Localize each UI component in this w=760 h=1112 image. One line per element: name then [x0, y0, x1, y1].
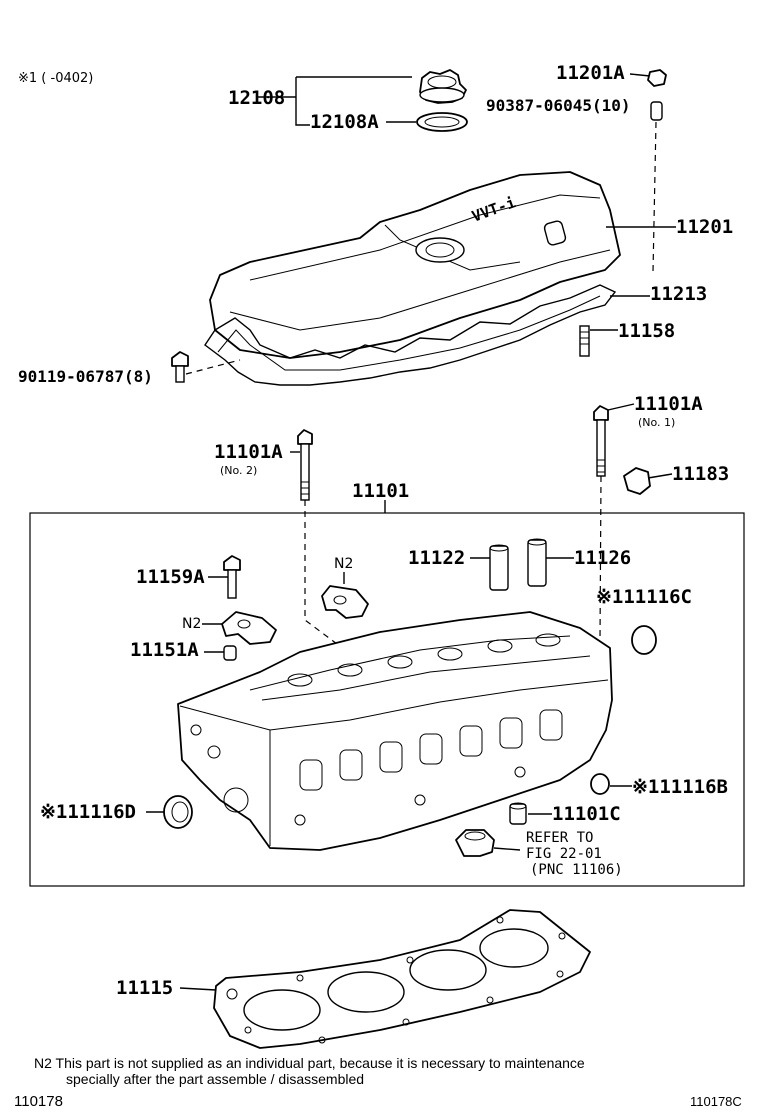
label-11101: 11101: [352, 480, 409, 502]
valve-guide-intake[interactable]: [489, 544, 509, 591]
bolt-90119[interactable]: [171, 351, 189, 383]
label-12108: 12108: [228, 87, 285, 109]
plug-11116B[interactable]: [590, 773, 610, 795]
label-11201A-top: 11201A: [556, 62, 625, 84]
pin-11151A[interactable]: [223, 645, 237, 661]
label-n2-upper: N2: [334, 556, 353, 572]
label-11151A: 11151A: [130, 639, 199, 661]
camshaft-bearing-cap-lower[interactable]: [221, 611, 277, 645]
cylinder-head-gasket[interactable]: [213, 909, 591, 1049]
grommet-90387[interactable]: [650, 101, 663, 121]
label-11101A-no2: 11101A: [214, 441, 283, 463]
head-bolt-no2[interactable]: [297, 429, 313, 501]
refer-line-2: FIG 22-01: [526, 846, 602, 862]
camshaft-bearing-cap-upper[interactable]: [321, 585, 369, 619]
label-11158: 11158: [618, 320, 675, 342]
label-n2-lower: N2: [182, 616, 201, 632]
label-11159A: 11159A: [136, 566, 205, 588]
oil-filler-cap[interactable]: [419, 69, 467, 104]
plug-11116D[interactable]: [163, 795, 193, 829]
label-11101A-no2-sub: (No. 2): [220, 464, 257, 477]
cap-nut-11201A[interactable]: [647, 69, 667, 87]
stud-11158[interactable]: [579, 325, 590, 357]
label-90119: 90119-06787(8): [18, 367, 153, 386]
refer-line-1: REFER TO: [526, 830, 593, 846]
footer-note-line2: specially after the part assemble / disa…: [66, 1071, 364, 1087]
cylinder-head-cover[interactable]: VVT-i: [209, 171, 621, 359]
footer-note-line1: N2 This part is not supplied as an indiv…: [34, 1055, 585, 1071]
label-11101A-no1-sub: (No. 1): [638, 416, 675, 429]
figure-id-left: 110178: [14, 1093, 63, 1110]
head-bolt-no1[interactable]: [593, 405, 609, 477]
label-11213: 11213: [650, 283, 707, 305]
label-11126: 11126: [574, 547, 631, 569]
cylinder-head-frame: [29, 512, 745, 887]
label-11183: 11183: [672, 463, 729, 485]
label-11122: 11122: [408, 547, 465, 569]
label-11101A-no1: 11101A: [634, 393, 703, 415]
label-11116B: ※111116B: [632, 776, 728, 798]
label-11101C: 11101C: [552, 803, 621, 825]
plug-11116C[interactable]: [631, 625, 657, 655]
pin-11101C[interactable]: [509, 802, 527, 825]
refer-part-11106[interactable]: [455, 829, 495, 857]
oil-filler-gasket[interactable]: [416, 112, 468, 132]
label-11116C: ※111116C: [596, 586, 692, 608]
label-90387: 90387-06045(10): [486, 96, 631, 115]
refer-line-3: (PNC 11106): [530, 862, 623, 878]
bolt-11159A[interactable]: [223, 555, 241, 599]
cover-gasket[interactable]: [204, 284, 617, 386]
header-note: ※1 ( -0402): [18, 71, 93, 86]
valve-guide-exhaust[interactable]: [527, 538, 547, 587]
plug-11183[interactable]: [623, 467, 651, 495]
label-11115: 11115: [116, 977, 173, 999]
figure-id-right: 110178C: [690, 1094, 742, 1109]
label-11116D: ※111116D: [40, 801, 136, 823]
cylinder-head[interactable]: [177, 611, 613, 851]
label-12108A: 12108A: [310, 111, 379, 133]
label-11201: 11201: [676, 216, 733, 238]
